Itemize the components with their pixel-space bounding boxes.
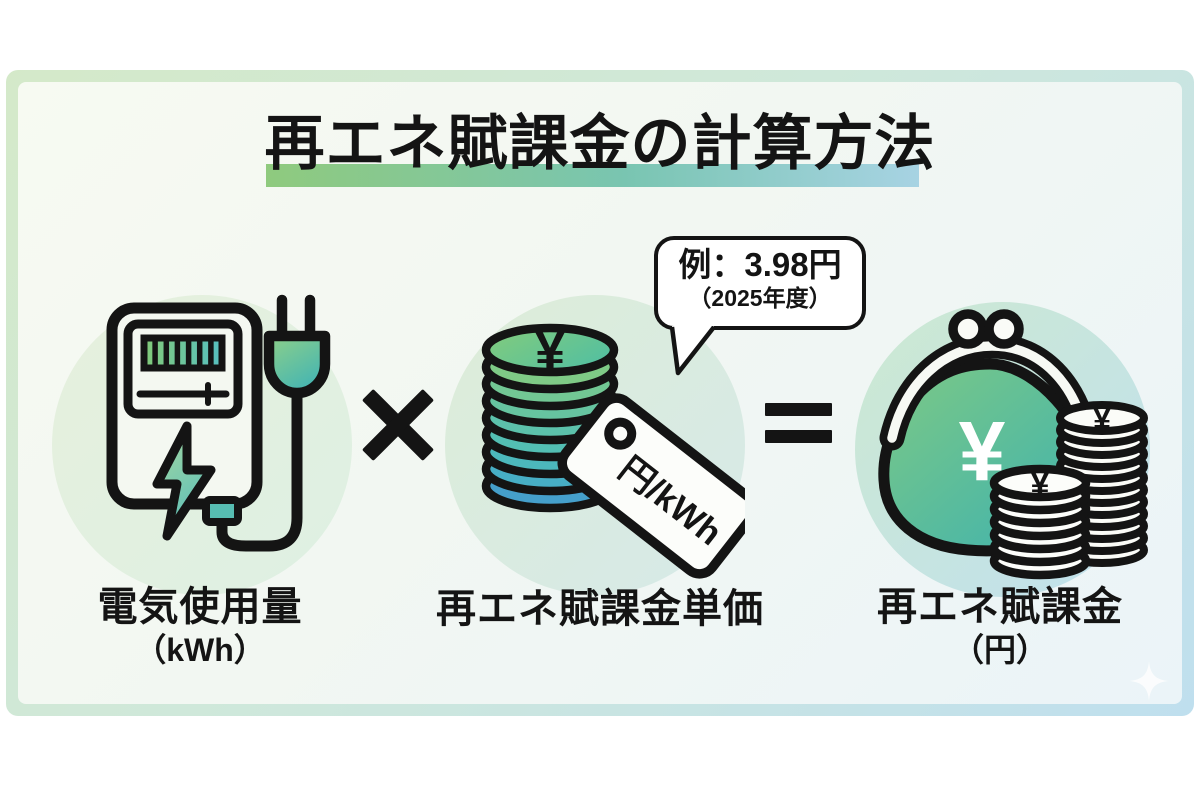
coin-stack-price-tag-icon: ¥ 円/kWh — [481, 321, 745, 579]
label-surcharge-unit-price: 再エネ賦課金単価 — [436, 587, 764, 631]
example-speech-bubble: 例：3.98円 （2025年度） — [654, 236, 866, 330]
page-title: 再エネ賦課金の計算方法 — [264, 110, 936, 177]
lightning-bolt-icon — [152, 421, 216, 541]
coin-stack-front — [989, 464, 1091, 580]
coin-purse-icon: ¥ ¥ ¥ — [878, 309, 1148, 580]
label-electricity-usage-unit: （kWh） — [134, 632, 266, 668]
coin-yen-symbol: ¥ — [535, 321, 565, 381]
price-tag-icon: 円/kWh — [557, 393, 745, 579]
multiply-icon — [361, 388, 435, 462]
title-underline-highlight — [266, 164, 919, 187]
front-stack-yen-symbol: ¥ — [1031, 466, 1050, 504]
label-surcharge-amount-unit: （円） — [951, 632, 1048, 668]
label-surcharge-amount: 再エネ賦課金 — [877, 585, 1123, 629]
label-electricity-usage: 電気使用量 — [97, 585, 303, 629]
back-stack-yen-symbol: ¥ — [1093, 402, 1111, 438]
speech-bubble-tail — [669, 326, 716, 376]
electric-meter-plug-icon — [106, 294, 331, 552]
example-year: （2025年度） — [688, 285, 832, 311]
equals-icon — [765, 403, 832, 443]
example-value: 例：3.98円 — [678, 246, 842, 283]
plug-icon — [263, 330, 331, 399]
sparkle-icon — [1129, 661, 1169, 701]
